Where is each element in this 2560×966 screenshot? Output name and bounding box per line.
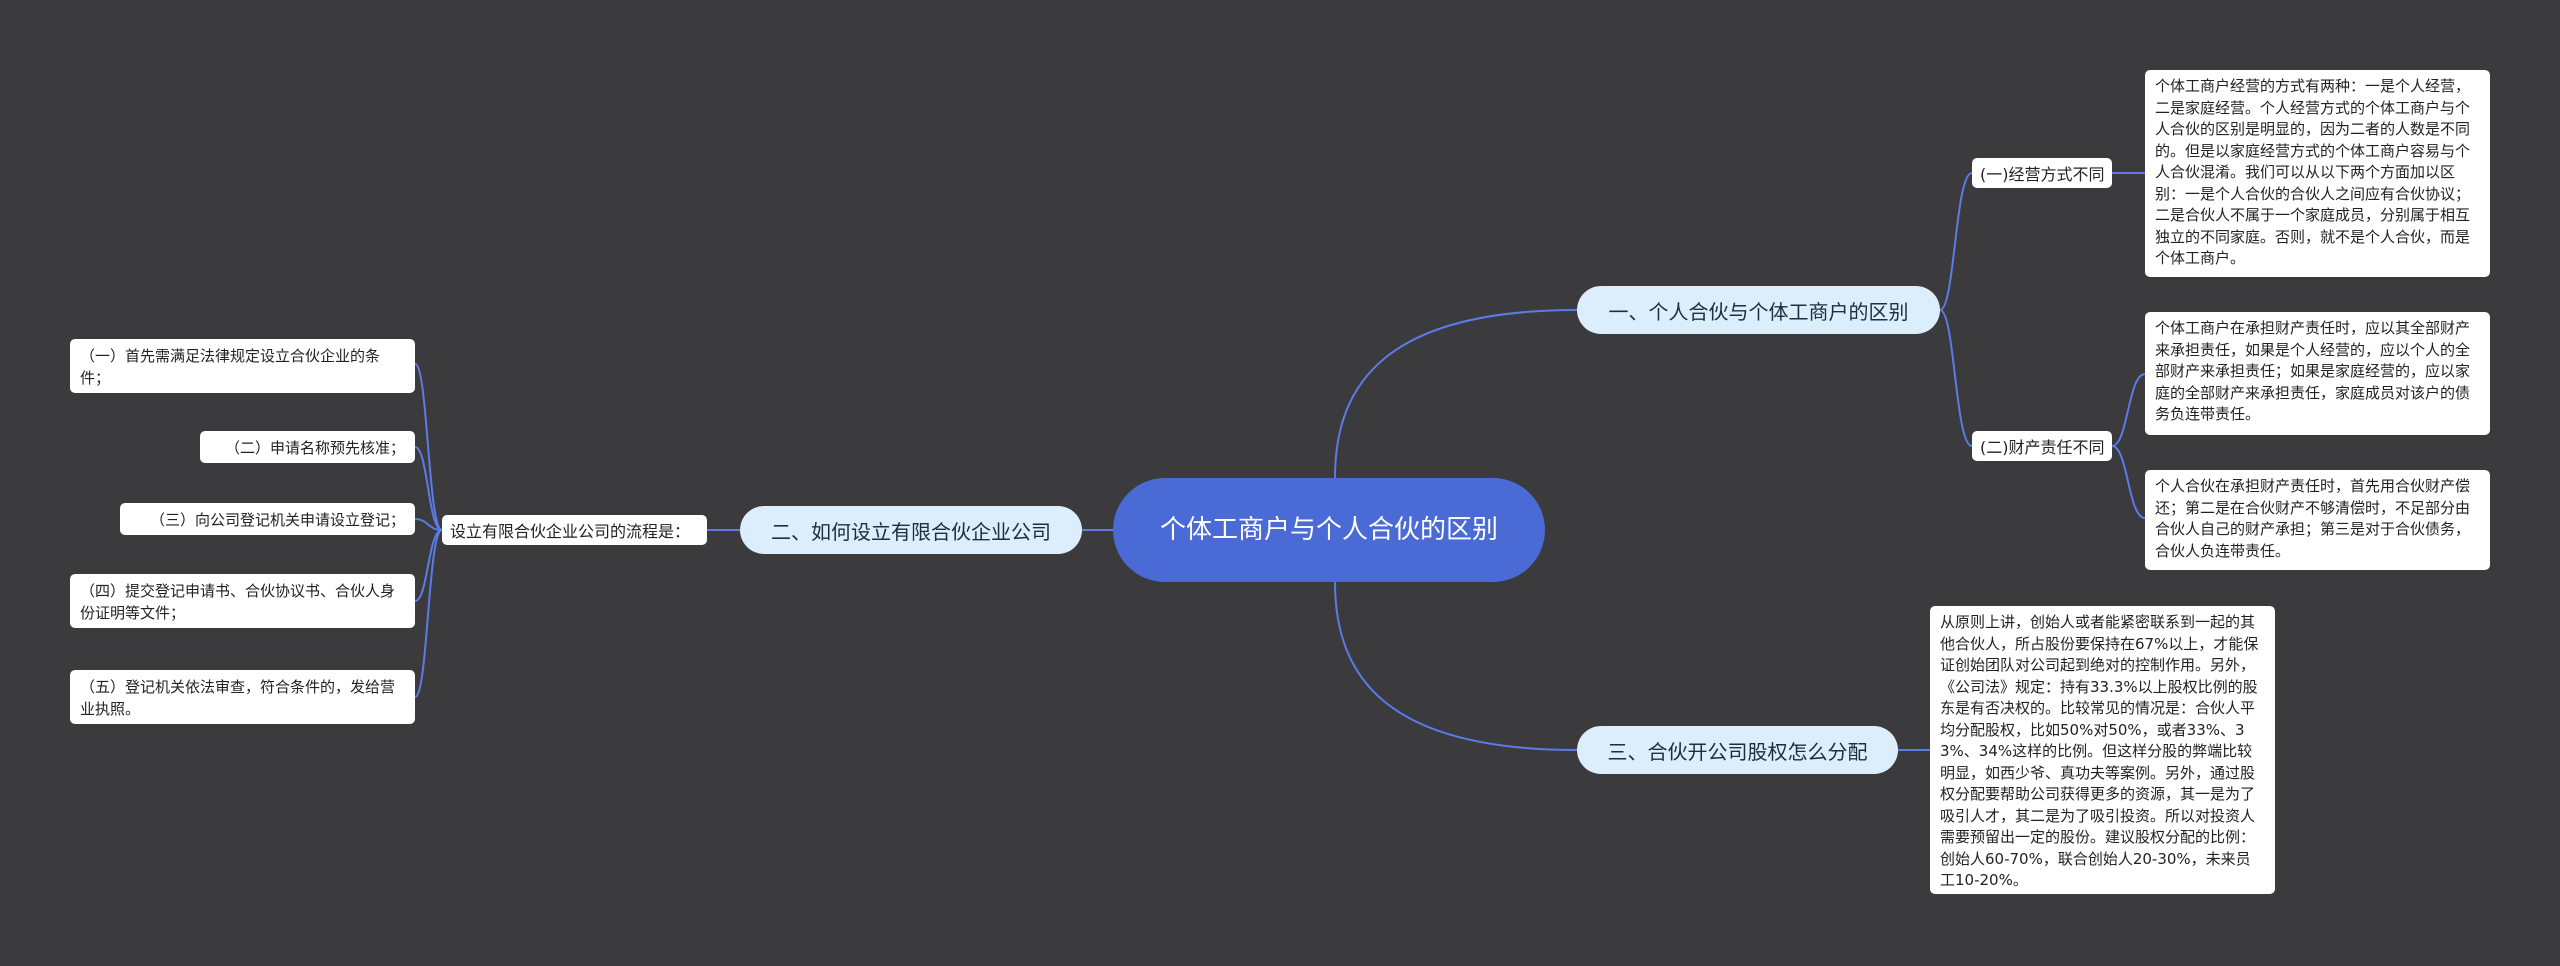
leaf-node-1-1-1: 个体工商户经营的方式有两种：一是个人经营，二是家庭经营。个人经营方式的个体工商户… (2145, 70, 2490, 277)
sub-node-1-1[interactable]: (一)经营方式不同 (1972, 158, 2112, 188)
root-label: 个体工商户与个人合伙的区别 (1159, 515, 1498, 545)
branch-3-label: 三、合伙开公司股权怎么分配 (1607, 739, 1868, 764)
link-ls-l1 (414, 363, 443, 531)
link-ls-l2 (414, 446, 443, 531)
leaf-3-1-text: 从原则上讲，创始人或者能紧密联系到一起的其他合伙人，所占股份要保持在67%以上，… (1940, 613, 2259, 889)
leaf-2-1-4-text: （四）提交登记申请书、合伙协议书、合伙人身份证明等文件； (80, 582, 396, 622)
link-s2-l1 (2111, 373, 2146, 447)
link-s2-l2 (2111, 445, 2146, 519)
leaf-node-3-1: 从原则上讲，创始人或者能紧密联系到一起的其他合伙人，所占股份要保持在67%以上，… (1930, 606, 2275, 894)
leaf-node-2-1-2: （二）申请名称预先核准； (200, 431, 415, 463)
leaf-2-1-1-text: （一）首先需满足法律规定设立合伙企业的条件； (80, 347, 381, 387)
leaf-node-2-1-5: （五）登记机关依法审查，符合条件的，发给营业执照。 (70, 670, 415, 724)
leaf-2-1-2-text: （二）申请名称预先核准； (224, 439, 405, 457)
link-b1-s1 (1939, 172, 1973, 311)
leaf-node-1-2-2: 个人合伙在承担财产责任时，首先用合伙财产偿还；第二是在合伙财产不够清偿时，不足部… (2145, 470, 2490, 570)
link-b1-s2 (1939, 309, 1973, 447)
root-node[interactable]: 个体工商户与个人合伙的区别 (1113, 478, 1545, 582)
branch-node-2[interactable]: 二、如何设立有限合伙企业公司 (740, 506, 1082, 554)
sub-1-2-label: (二)财产责任不同 (1980, 438, 2105, 457)
leaf-1-2-1-text: 个体工商户在承担财产责任时，应以其全部财产来承担责任，如果是个人经营的，应以个人… (2155, 319, 2471, 423)
leaf-1-1-1-text: 个体工商户经营的方式有两种：一是个人经营，二是家庭经营。个人经营方式的个体工商户… (2155, 77, 2471, 267)
leaf-2-1-3-text: （三）向公司登记机关申请设立登记； (149, 511, 405, 529)
leaf-1-2-2-text: 个人合伙在承担财产责任时，首先用合伙财产偿还；第二是在合伙财产不够清偿时，不足部… (2155, 477, 2471, 560)
link-root-b1 (1334, 309, 1578, 479)
leaf-node-2-1-1: （一）首先需满足法律规定设立合伙企业的条件； (70, 339, 415, 393)
leaf-node-2-1-4: （四）提交登记申请书、合伙协议书、合伙人身份证明等文件； (70, 574, 415, 628)
branch-2-label: 二、如何设立有限合伙企业公司 (771, 519, 1051, 544)
sub-2-1-label: 设立有限合伙企业公司的流程是： (450, 522, 691, 541)
leaf-node-2-1-3: （三）向公司登记机关申请设立登记； (120, 503, 415, 535)
link-ls-l4 (414, 529, 443, 602)
branch-node-3[interactable]: 三、合伙开公司股权怎么分配 (1577, 726, 1898, 774)
sub-node-1-2[interactable]: (二)财产责任不同 (1972, 431, 2112, 461)
link-root-b3 (1334, 581, 1578, 751)
link-ls-l5 (414, 529, 443, 698)
leaf-2-1-5-text: （五）登记机关依法审查，符合条件的，发给营业执照。 (80, 678, 396, 718)
sub-1-1-label: (一)经营方式不同 (1980, 165, 2105, 184)
link-ls-l3 (414, 518, 443, 531)
leaf-node-1-2-1: 个体工商户在承担财产责任时，应以其全部财产来承担责任，如果是个人经营的，应以个人… (2145, 312, 2490, 435)
branch-node-1[interactable]: 一、个人合伙与个体工商户的区别 (1577, 286, 1940, 334)
branch-1-label: 一、个人合伙与个体工商户的区别 (1608, 299, 1909, 324)
sub-node-2-1[interactable]: 设立有限合伙企业公司的流程是： (442, 515, 707, 545)
